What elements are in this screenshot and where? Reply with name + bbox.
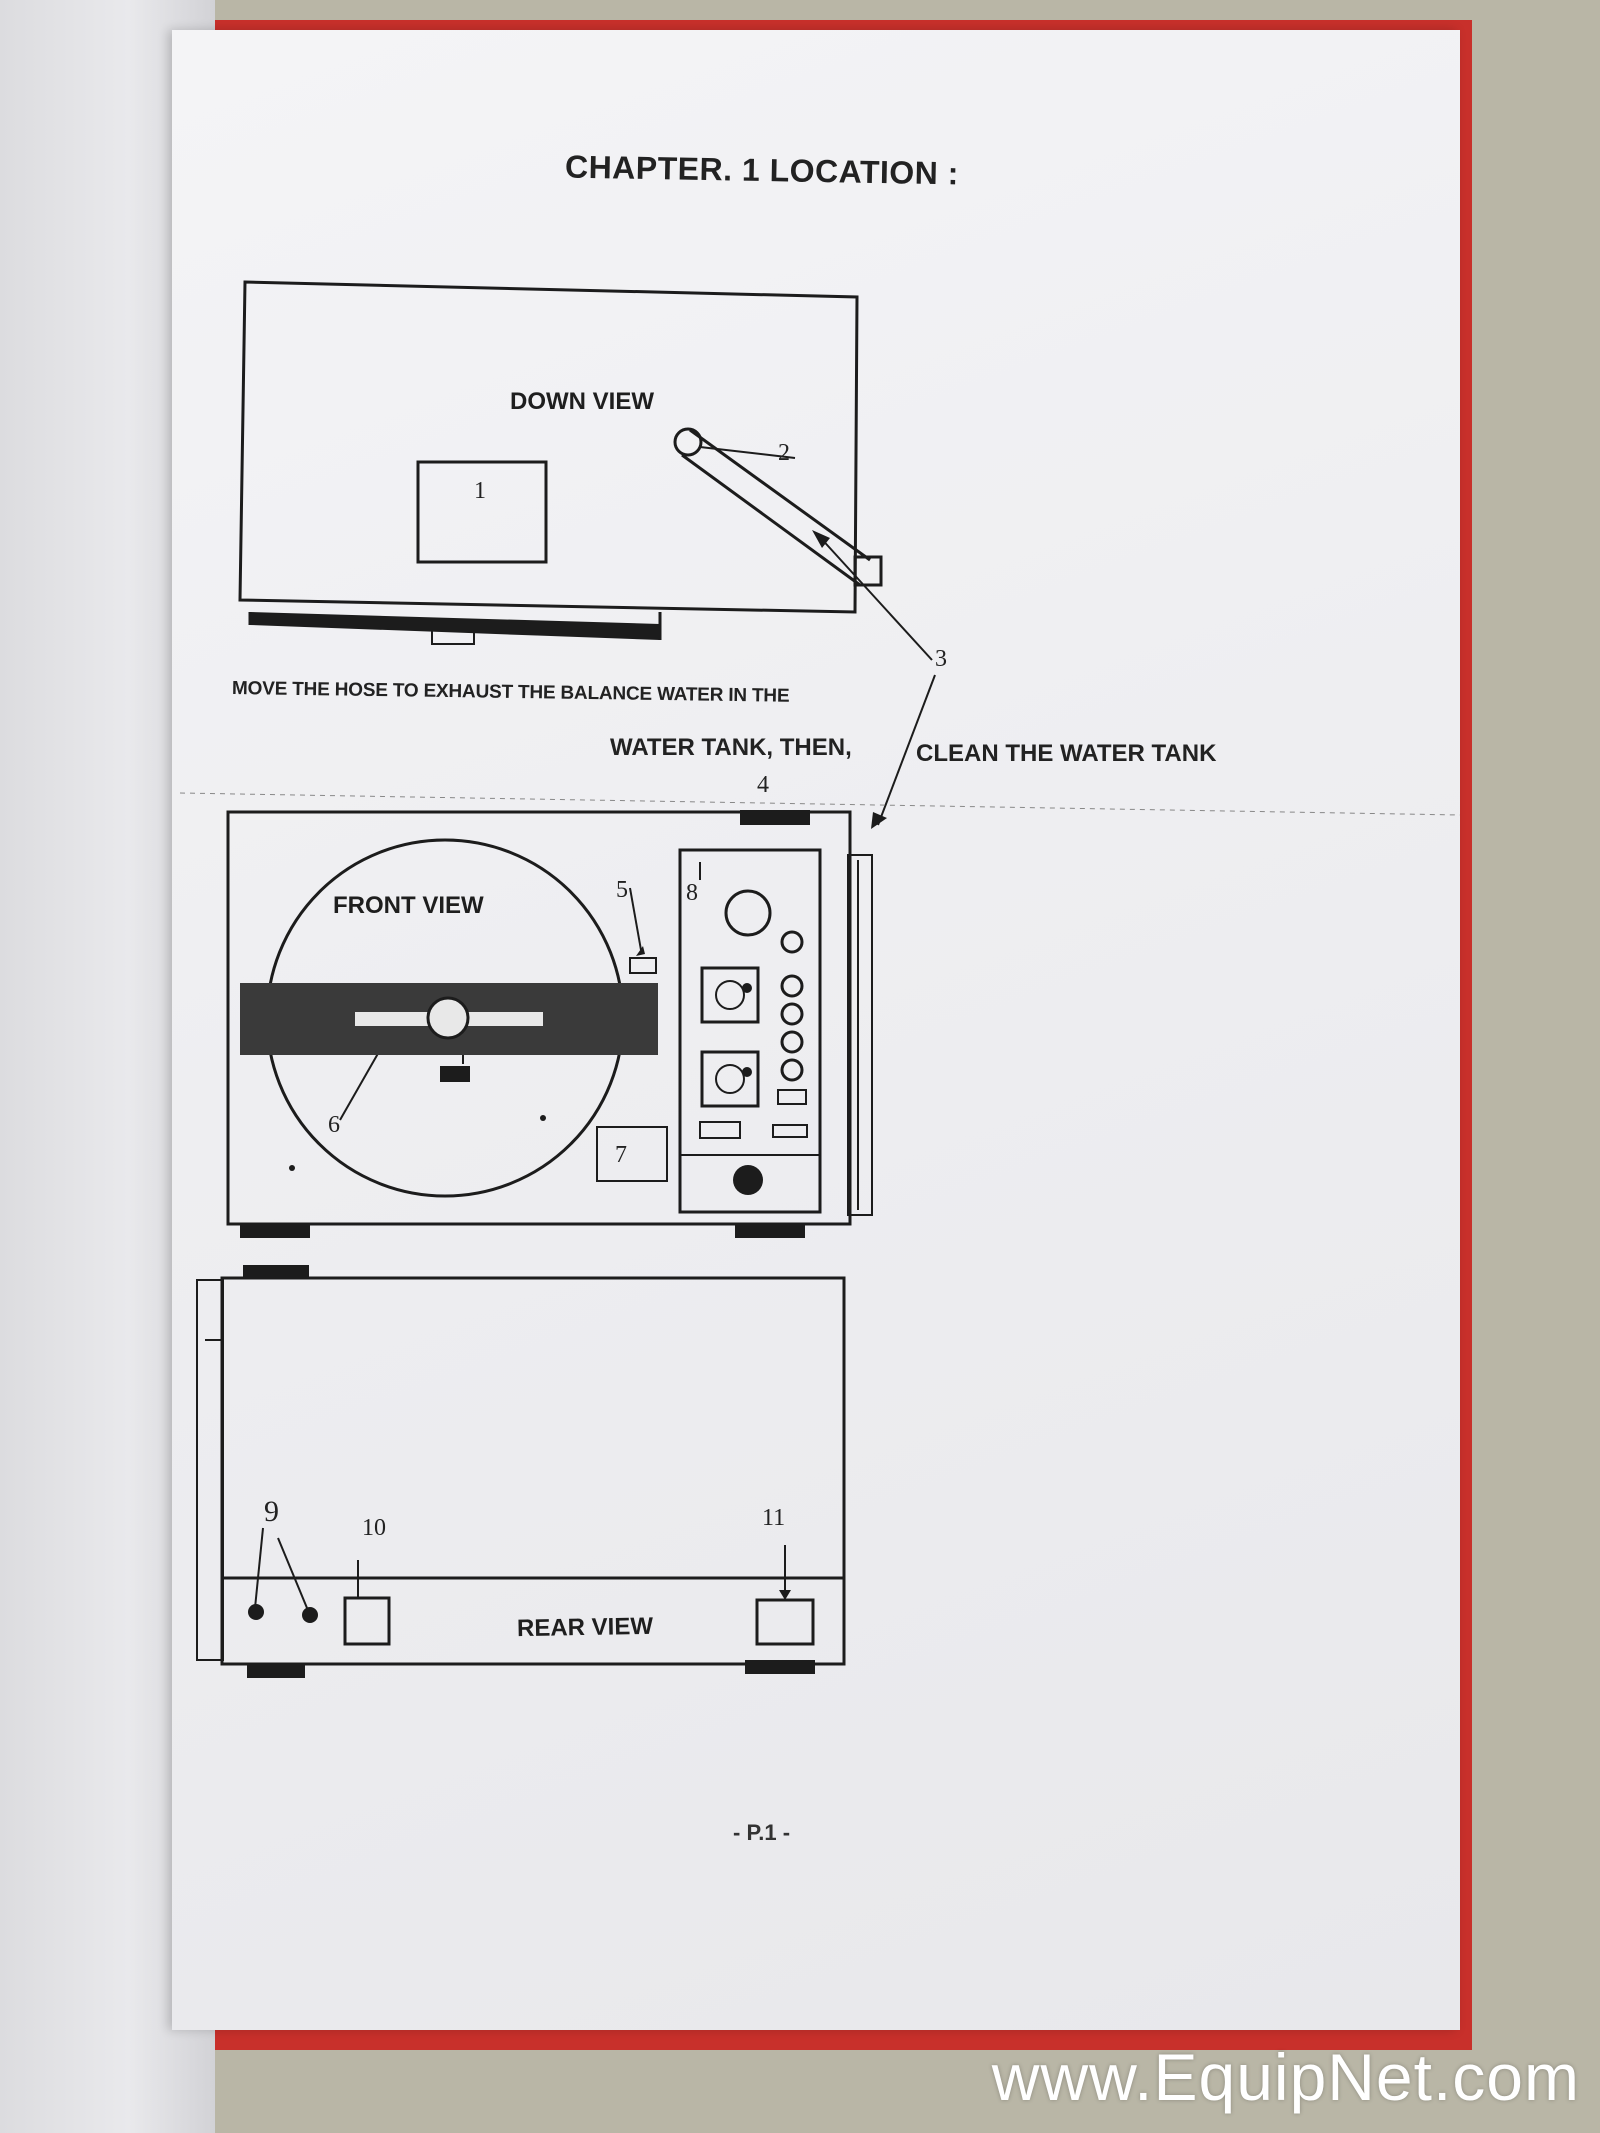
instruction-line-2b: CLEAN THE WATER TANK: [916, 740, 1217, 767]
callout-7: 7: [615, 1142, 627, 1168]
callout-4: 4: [757, 772, 769, 798]
front-view-control-panel: [678, 848, 822, 1214]
callout-1: 1: [474, 478, 486, 504]
instruction-line-2a: WATER TANK, THEN,: [610, 734, 852, 761]
front-view-box-7: [596, 1126, 668, 1182]
callout-6: 6: [328, 1112, 340, 1138]
rear-port-1: [248, 1604, 264, 1620]
down-view-hose-port: [673, 427, 703, 457]
callout-2: 2: [778, 440, 790, 466]
down-view-box-1: [416, 460, 548, 564]
front-view-label: FRONT VIEW: [333, 892, 484, 919]
rear-view-outline: [220, 1276, 846, 1666]
callout-5: 5: [616, 877, 628, 903]
rear-view-box-10: [343, 1596, 391, 1646]
watermark: www.EquipNet.com: [991, 2040, 1580, 2114]
callout-8: 8: [686, 880, 698, 906]
rear-view-box-11: [755, 1598, 815, 1646]
rear-port-2: [302, 1607, 318, 1623]
callout-9: 9: [264, 1495, 279, 1528]
down-view-label: DOWN VIEW: [510, 388, 654, 415]
rear-view-label: REAR VIEW: [516, 1612, 654, 1643]
callout-3: 3: [935, 646, 947, 672]
page-number: - P.1 -: [733, 1820, 791, 1845]
timer-knob-1: [700, 966, 760, 1024]
callout-11: 11: [762, 1505, 786, 1531]
main-dial: [724, 889, 772, 937]
down-view-outline: [238, 280, 859, 614]
front-view-outline: [226, 810, 852, 1226]
callout-10: 10: [362, 1515, 386, 1541]
timer-knob-2: [700, 1050, 760, 1108]
